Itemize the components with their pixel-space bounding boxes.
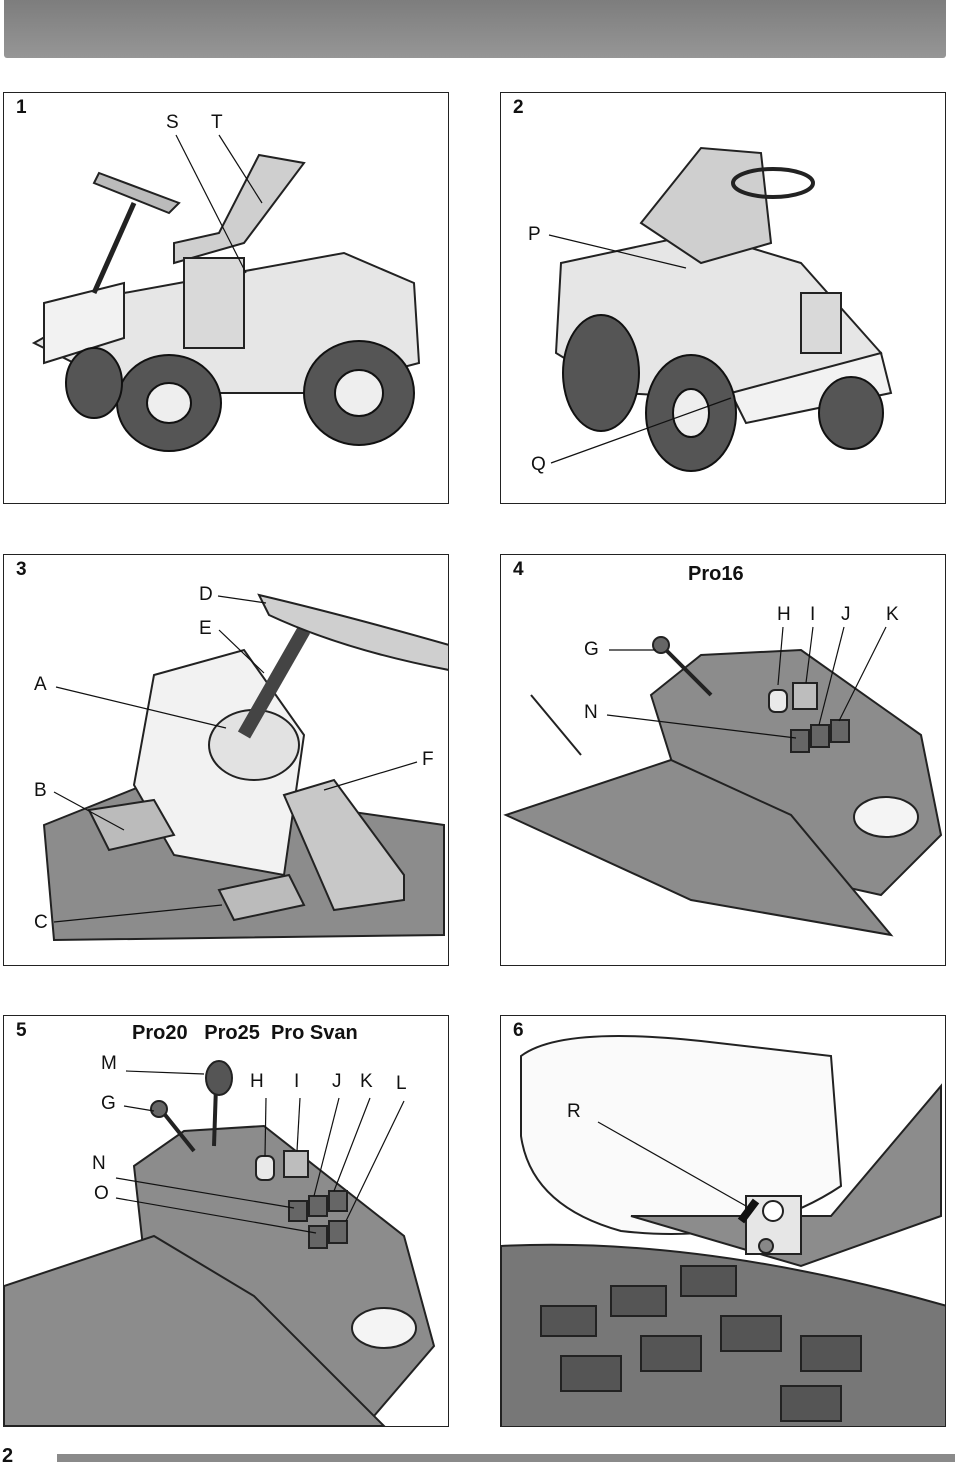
figure-number: 4 xyxy=(513,559,524,580)
callout-label: I xyxy=(810,604,816,625)
page-number: 2 xyxy=(2,1445,14,1467)
callout-label: E xyxy=(199,618,212,639)
callout-label: G xyxy=(101,1093,116,1114)
callout-label: Q xyxy=(531,454,546,475)
figure-number: 5 xyxy=(16,1020,27,1041)
callout-label: R xyxy=(567,1101,581,1122)
callout-label: L xyxy=(396,1073,407,1094)
callout-label: B xyxy=(34,780,47,801)
figure-3: 3 D E A F B C xyxy=(3,554,449,966)
tow-hitch-illustration xyxy=(501,1035,945,1426)
callout-label: C xyxy=(34,912,48,933)
figure-2: 2 P Q xyxy=(500,92,946,504)
callout-label: K xyxy=(886,604,899,625)
callout-label: D xyxy=(199,584,213,605)
callout-label: H xyxy=(777,604,791,625)
figure-5: 5 Pro20 Pro25 Pro Svan M H I J K L G N O xyxy=(3,1015,449,1427)
header-bar xyxy=(4,0,946,58)
figure-number: 2 xyxy=(513,97,524,118)
callout-label: J xyxy=(841,604,851,625)
callout-label: M xyxy=(101,1053,117,1074)
callout-label: K xyxy=(360,1071,373,1092)
callout-label: F xyxy=(422,749,434,770)
model-label: Pro16 xyxy=(688,563,744,585)
callout-label: I xyxy=(294,1071,300,1092)
figure-number: 3 xyxy=(16,559,27,580)
footer-bar xyxy=(57,1454,955,1462)
figure-number: 1 xyxy=(16,97,27,118)
pro16-control-panel-illustration xyxy=(503,626,943,937)
callout-label: N xyxy=(92,1153,106,1174)
figure-4: 4 Pro16 H I J K G N xyxy=(500,554,946,966)
figure-1: 1 S T xyxy=(3,92,449,504)
pro20-pro25-control-panel-illustration xyxy=(4,1060,436,1426)
callout-label: N xyxy=(584,702,598,723)
callout-label: P xyxy=(528,224,541,245)
rider-mower-front-illustration xyxy=(31,134,421,452)
callout-label: O xyxy=(94,1183,109,1204)
figure-6: 6 R xyxy=(500,1015,946,1427)
callout-label: J xyxy=(332,1071,342,1092)
model-label: Pro20 Pro25 Pro Svan xyxy=(132,1022,358,1044)
callout-label: S xyxy=(166,112,179,133)
pedals-steering-illustration xyxy=(42,593,448,942)
figure-number: 6 xyxy=(513,1020,524,1041)
callout-label: T xyxy=(211,112,223,133)
callout-label: A xyxy=(34,674,47,695)
rider-mower-rear-illustration xyxy=(548,146,893,472)
callout-label: G xyxy=(584,639,599,660)
callout-label: H xyxy=(250,1071,264,1092)
